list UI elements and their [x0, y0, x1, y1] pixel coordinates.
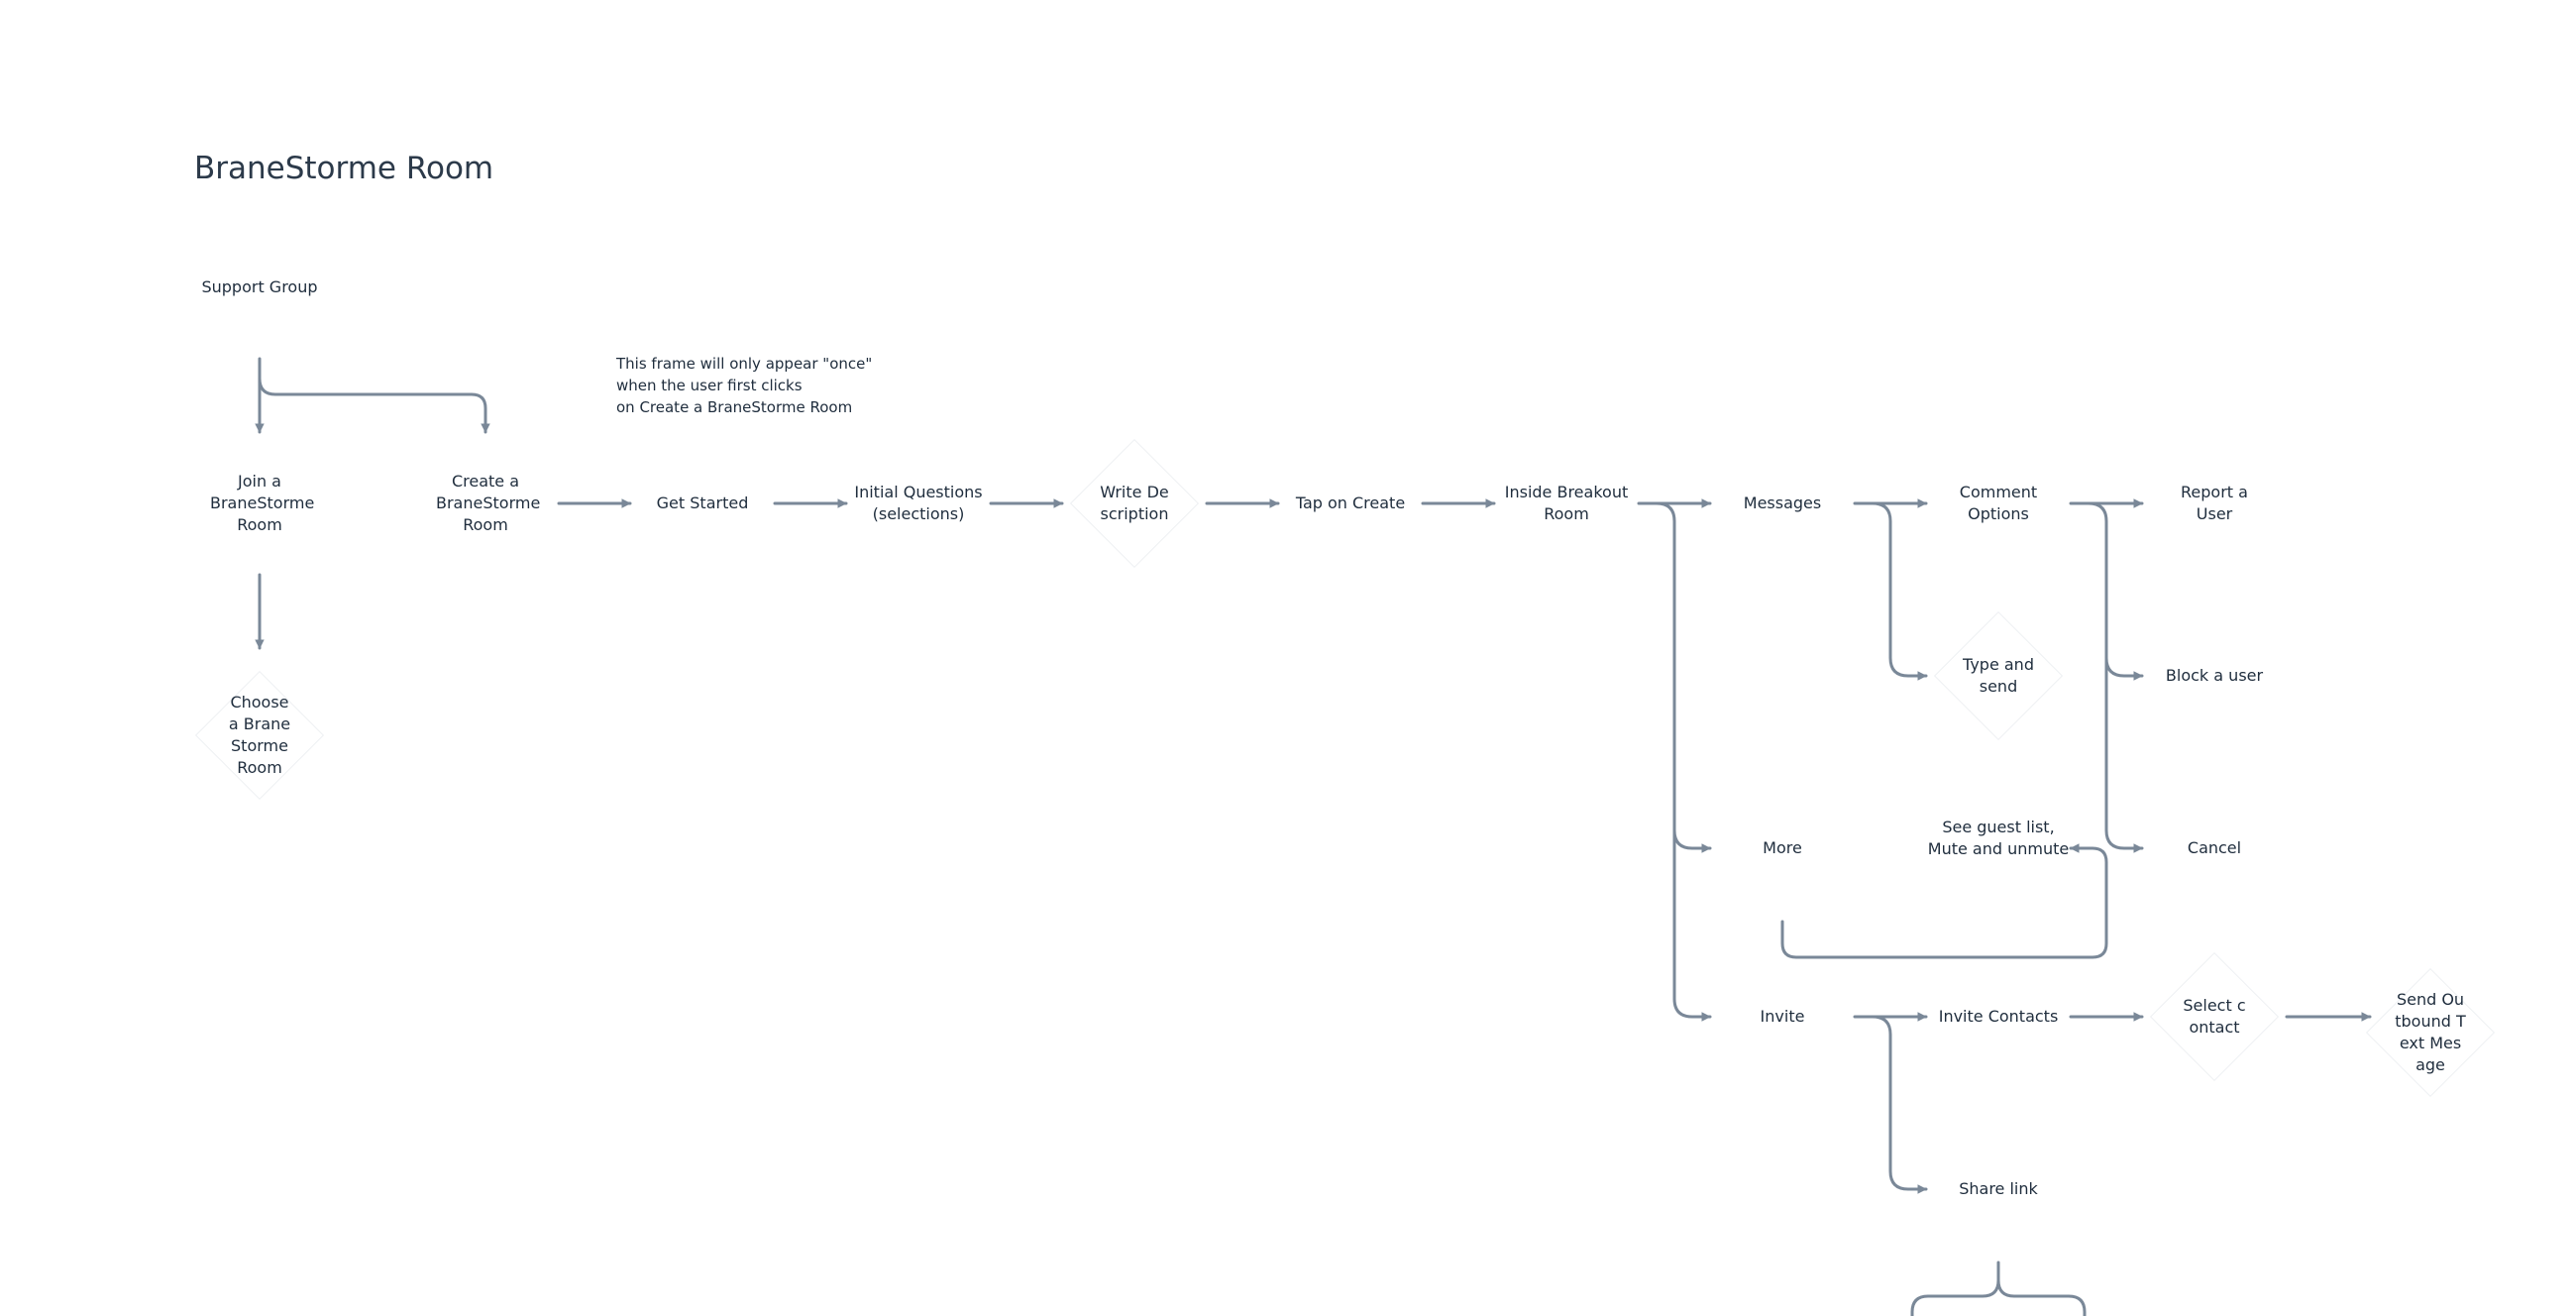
node-join-room[interactable]: Join a BraneStorme Room [210, 472, 315, 534]
arrow-inside-to-more [1655, 501, 1712, 853]
node-get-started[interactable]: Get Started [656, 494, 749, 512]
node-invite-contacts[interactable]: Invite Contacts [1938, 1007, 2059, 1026]
decision-write-description-label: Write Description [1100, 483, 1169, 523]
node-messages[interactable]: Messages [1743, 494, 1822, 512]
arrow-invite-to-share [1871, 1015, 1928, 1194]
node-tap-create[interactable]: Tap on Create [1295, 494, 1406, 512]
arrow-more-to-guestlist [1780, 843, 2108, 959]
node-initial-questions[interactable]: Initial Questions (selections) [854, 483, 983, 523]
decision-select-contact[interactable]: Select contact [2145, 947, 2284, 1086]
node-report-user[interactable]: Report a User [2181, 483, 2248, 523]
share-link-brace [1910, 1261, 2087, 1316]
arrow-support-to-create [258, 377, 490, 434]
arrow-comment-to-block [2087, 501, 2144, 681]
node-more[interactable]: More [1763, 838, 1802, 857]
arrow-comment-to-cancel [2104, 656, 2144, 853]
decision-choose-room[interactable]: Choose a BraneStorme Room [190, 666, 329, 805]
decision-send-outbound[interactable]: Send Outbound Text Mesage [2361, 963, 2500, 1102]
decision-type-and-send-label: Type and send [1963, 655, 2034, 696]
arrow-messages-to-type [1871, 501, 1928, 681]
note-line-3: on Create a BraneStorme Room [616, 398, 853, 416]
first-time-note: This frame will only appear "once" when … [616, 353, 884, 418]
node-comment-options[interactable]: Comment Options [1959, 483, 2038, 523]
decision-type-and-send[interactable]: Type and send [1929, 606, 2068, 745]
node-inside-breakout-room[interactable]: Inside Breakout Room [1504, 483, 1629, 523]
node-guest-list[interactable]: See guest list, Mute and unmute [1927, 818, 2070, 858]
note-line-1: This frame will only appear "once" [616, 355, 873, 373]
diagram-title: BraneStorme Room [194, 151, 494, 186]
decision-send-outbound-label: Send Outbound Text Mesage [2395, 990, 2466, 1074]
node-block-user[interactable]: Block a user [2165, 666, 2264, 685]
node-invite[interactable]: Invite [1760, 1007, 1805, 1026]
decision-select-contact-label: Select contact [2183, 996, 2246, 1037]
node-support-group[interactable]: Support Group [201, 277, 318, 296]
decision-choose-room-label: Choose a BraneStorme Room [228, 693, 291, 777]
decision-write-description[interactable]: Write Description [1065, 434, 1204, 573]
note-line-2: when the user first clicks [616, 377, 803, 394]
node-share-link[interactable]: Share link [1959, 1179, 2038, 1198]
arrow-inside-to-invite [1672, 828, 1712, 1022]
node-create-room[interactable]: Create a BraneStorme Room [436, 472, 541, 534]
node-cancel[interactable]: Cancel [2187, 838, 2242, 857]
